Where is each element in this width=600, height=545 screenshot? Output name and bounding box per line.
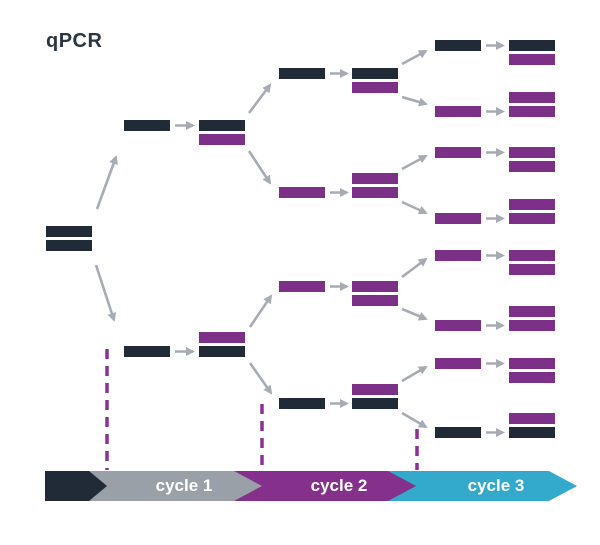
cycle3-pair-bottom-strand <box>509 161 555 172</box>
branch-arrow-icon <box>248 362 273 395</box>
cycle2-single-strand <box>279 281 325 292</box>
cycle2-pair-bottom-strand <box>352 187 398 198</box>
branch-arrow-icon <box>401 154 428 171</box>
branch-arrow-icon <box>401 49 428 66</box>
cycle3-pair-bottom-strand <box>509 54 555 65</box>
branch-arrow-icon <box>248 294 273 328</box>
cycle1-pair-bottom-strand <box>199 346 245 357</box>
cycle3-pair-top-strand <box>509 306 555 317</box>
timeline-label-cycle1: cycle 1 <box>155 476 213 495</box>
cycle2-single-strand <box>279 68 325 79</box>
cycle2-pair-top-strand <box>352 384 398 395</box>
branch-arrow-icon <box>401 95 428 107</box>
branch-arrow-icon <box>401 200 428 215</box>
branch-arrow-icon <box>401 365 428 383</box>
cycle3-pair-bottom-strand <box>509 106 555 117</box>
cycle3-single-strand <box>435 40 481 51</box>
cycle3-pair-bottom-strand <box>509 264 555 275</box>
cycle3-pair-top-strand <box>509 413 555 424</box>
cycle3-pair-top-strand <box>509 250 555 261</box>
cycle3-pair-top-strand <box>509 358 555 369</box>
cycle3-pair-top-strand <box>509 40 555 51</box>
cycle3-pair-top-strand <box>509 199 555 210</box>
cycle3-single-strand <box>435 358 481 369</box>
timeline-label-cycle3: cycle 3 <box>467 476 525 495</box>
cycle3-single-strand <box>435 320 481 331</box>
timeline-segment-cycle2 <box>234 471 416 501</box>
timeline-segment-cycle3 <box>388 471 577 501</box>
cycle3-pair-top-strand <box>509 92 555 103</box>
branch-arrow-icon <box>94 264 117 322</box>
cycle2-pair-bottom-strand <box>352 82 398 93</box>
cycle3-pair-bottom-strand <box>509 320 555 331</box>
cycle3-pair-bottom-strand <box>509 213 555 224</box>
cycle3-single-strand <box>435 106 481 117</box>
cycle2-pair-bottom-strand <box>352 398 398 409</box>
cycle2-single-strand <box>279 187 325 198</box>
branch-arrow-icon <box>95 155 118 210</box>
cycle2-pair-top-strand <box>352 281 398 292</box>
timeline-label-cycle2: cycle 2 <box>310 476 368 495</box>
cycle3-single-strand <box>435 147 481 158</box>
cycle3-pair-bottom-strand <box>509 427 555 438</box>
cycle2-pair-top-strand <box>352 68 398 79</box>
cycle1-pair-top-strand <box>199 120 245 131</box>
branch-arrow-icon <box>401 411 428 429</box>
cycle1-single-strand <box>124 346 170 357</box>
branch-arrow-icon <box>247 150 272 185</box>
origin-strand <box>46 240 92 251</box>
cycle1-pair-top-strand <box>199 332 245 343</box>
cycle3-single-strand <box>435 427 481 438</box>
cycle1-pair-bottom-strand <box>199 134 245 145</box>
cycle2-single-strand <box>279 398 325 409</box>
branch-arrow-icon <box>401 257 428 279</box>
cycle3-pair-bottom-strand <box>509 372 555 383</box>
cycle3-pair-top-strand <box>509 147 555 158</box>
cycle3-single-strand <box>435 250 481 261</box>
cycle3-single-strand <box>435 213 481 224</box>
cycle2-pair-bottom-strand <box>352 295 398 306</box>
timeline-segment-cycle1 <box>89 471 262 501</box>
diagram-title: qPCR <box>46 30 103 52</box>
cycle2-pair-top-strand <box>352 173 398 184</box>
cycle1-single-strand <box>124 120 170 131</box>
branch-arrow-icon <box>247 83 272 114</box>
branch-arrow-icon <box>401 307 428 321</box>
origin-strand <box>46 226 92 237</box>
